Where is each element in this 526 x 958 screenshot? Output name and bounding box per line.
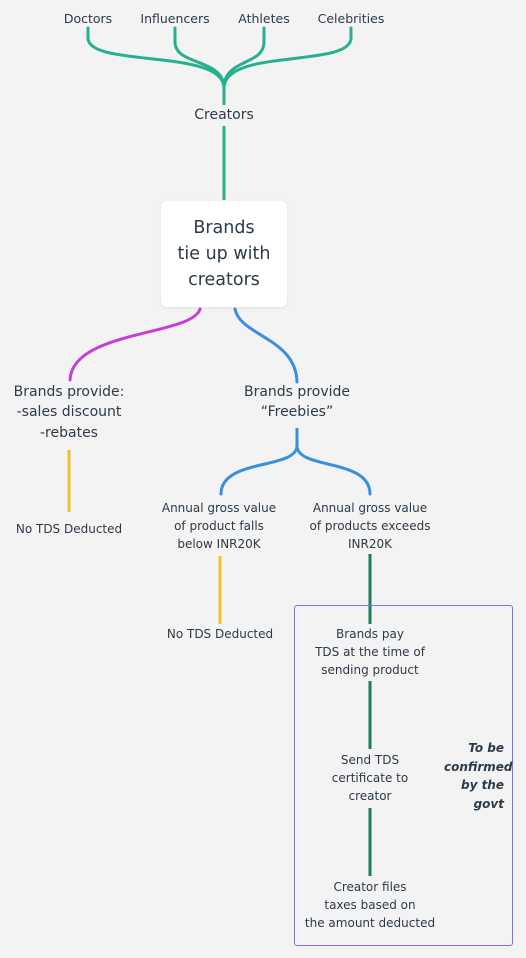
creator-type-doctors: Doctors xyxy=(63,11,113,26)
exceeds-threshold-node: Annual gross value of products exceeds I… xyxy=(309,501,431,551)
left-branch-result: No TDS Deducted xyxy=(15,522,123,536)
freebies-node: Brands provide “Freebies” xyxy=(243,384,351,421)
creator-type-celebrities: Celebrities xyxy=(317,11,385,26)
process-step-pay-tds: Brands pay TDS at the time of sending pr… xyxy=(315,627,425,677)
central-topic-node: Brands tie up with creators xyxy=(161,201,287,307)
creators-node: Creators xyxy=(190,105,258,126)
below-threshold-result: No TDS Deducted xyxy=(166,627,274,641)
connector-central-right xyxy=(233,307,299,384)
connector-freebies-exceeds xyxy=(295,444,372,496)
connector-central-left xyxy=(68,307,202,382)
connector-athletes xyxy=(222,26,266,90)
connector-freebies-below xyxy=(219,444,299,496)
below-threshold-node: Annual gross value of product falls belo… xyxy=(161,501,277,551)
boundary-note: To be confirmed by the govt xyxy=(444,741,513,811)
connector-celebrities xyxy=(222,26,353,90)
process-boundary xyxy=(294,605,513,946)
connector-influencers xyxy=(173,26,226,90)
creator-type-influencers: Influencers xyxy=(140,11,210,26)
process-step-file-taxes: Creator files taxes based on the amount … xyxy=(304,880,436,930)
left-branch-node: Brands provide: -sales discount -rebates xyxy=(13,384,125,441)
process-step-send-certificate: Send TDS certificate to creator xyxy=(331,753,409,803)
connector-doctors xyxy=(86,26,226,90)
creator-type-athletes: Athletes xyxy=(238,11,290,26)
